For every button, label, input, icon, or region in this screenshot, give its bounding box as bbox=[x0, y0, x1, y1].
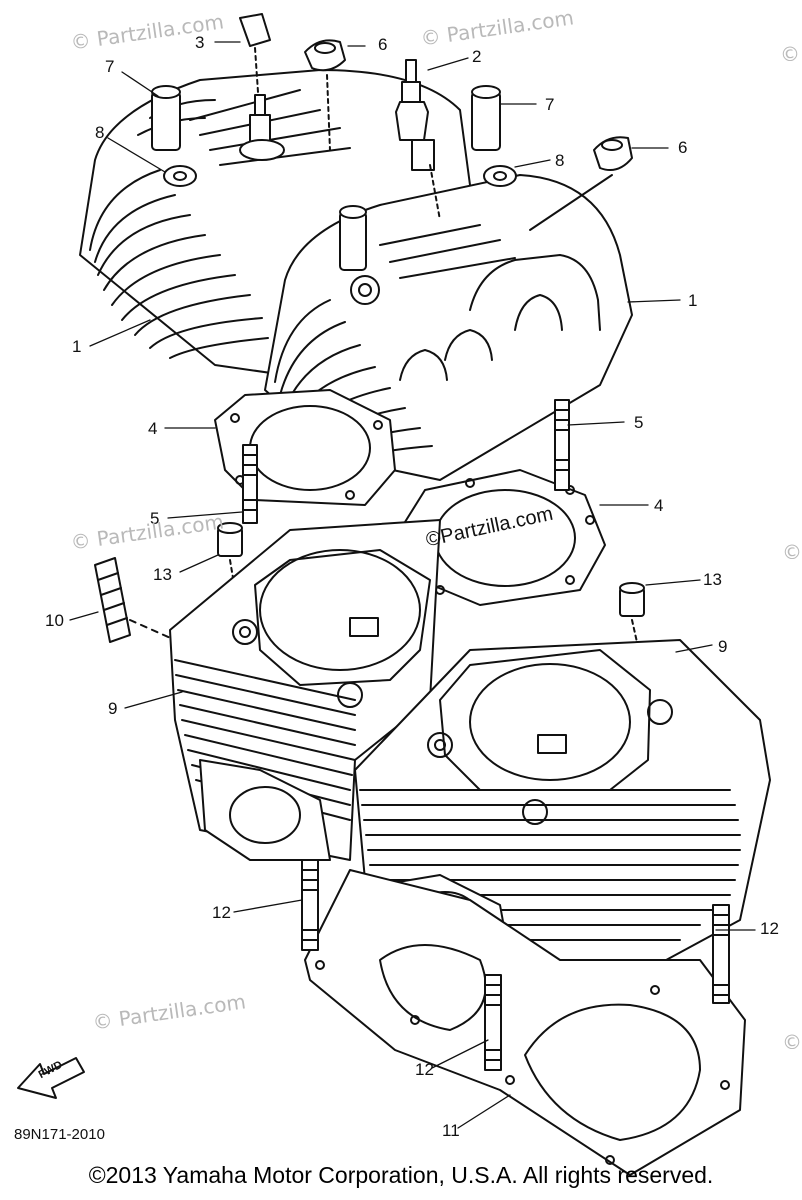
callout-1b: 1 bbox=[688, 291, 697, 310]
watermark: © bbox=[780, 538, 802, 566]
fwd-arrow-icon bbox=[17, 1057, 85, 1099]
spark-plug-left bbox=[239, 94, 285, 161]
callout-8b: 8 bbox=[555, 151, 564, 170]
callout-2: 2 bbox=[472, 47, 481, 66]
callout-12c: 12 bbox=[415, 1060, 434, 1079]
callout-13: 13 bbox=[153, 565, 172, 584]
stud-center bbox=[484, 974, 502, 1071]
callout-5b: 5 bbox=[634, 413, 643, 432]
callout-5: 5 bbox=[150, 509, 159, 528]
callout-8: 8 bbox=[95, 123, 104, 142]
head-gasket-right bbox=[399, 469, 606, 606]
callout-4: 4 bbox=[148, 419, 157, 438]
watermark: © bbox=[780, 1028, 802, 1056]
leader-lines bbox=[69, 41, 756, 1129]
stud-right bbox=[712, 904, 730, 1004]
callout-12: 12 bbox=[212, 903, 231, 922]
stud-bolt-right bbox=[554, 399, 570, 491]
stud-label-strip bbox=[94, 557, 176, 643]
callout-7b: 7 bbox=[545, 95, 554, 114]
callout-9: 9 bbox=[108, 699, 117, 718]
callout-4b: 4 bbox=[654, 496, 663, 515]
callout-1: 1 bbox=[72, 337, 81, 356]
spark-plug bbox=[395, 59, 441, 221]
callout-11: 11 bbox=[442, 1121, 460, 1140]
callout-7: 7 bbox=[105, 57, 114, 76]
collar-center bbox=[339, 205, 367, 271]
washer-left bbox=[163, 165, 197, 187]
watermark: © bbox=[778, 40, 802, 68]
collar-left bbox=[151, 85, 181, 151]
washer-right bbox=[483, 165, 517, 187]
cap-nut-right bbox=[529, 136, 633, 231]
diagram-part-code: 89N171-2010 bbox=[14, 1126, 105, 1143]
callout-6b: 6 bbox=[678, 138, 687, 157]
callout-3: 3 bbox=[195, 33, 204, 52]
base-gasket bbox=[304, 869, 746, 1176]
plug-cap bbox=[239, 13, 271, 93]
copyright-notice: ©2013 Yamaha Motor Corporation, U.S.A. A… bbox=[88, 1162, 714, 1188]
stud-left bbox=[301, 859, 319, 951]
callout-10: 10 bbox=[45, 611, 64, 630]
stud-bolt-left bbox=[242, 444, 258, 524]
collar-right bbox=[471, 85, 501, 151]
cap-nut-left bbox=[304, 39, 346, 151]
cylinder-left bbox=[169, 519, 441, 861]
callout-6: 6 bbox=[378, 35, 387, 54]
callout-9b: 9 bbox=[718, 637, 727, 656]
callout-13b: 13 bbox=[703, 570, 722, 589]
callout-12b: 12 bbox=[760, 919, 779, 938]
